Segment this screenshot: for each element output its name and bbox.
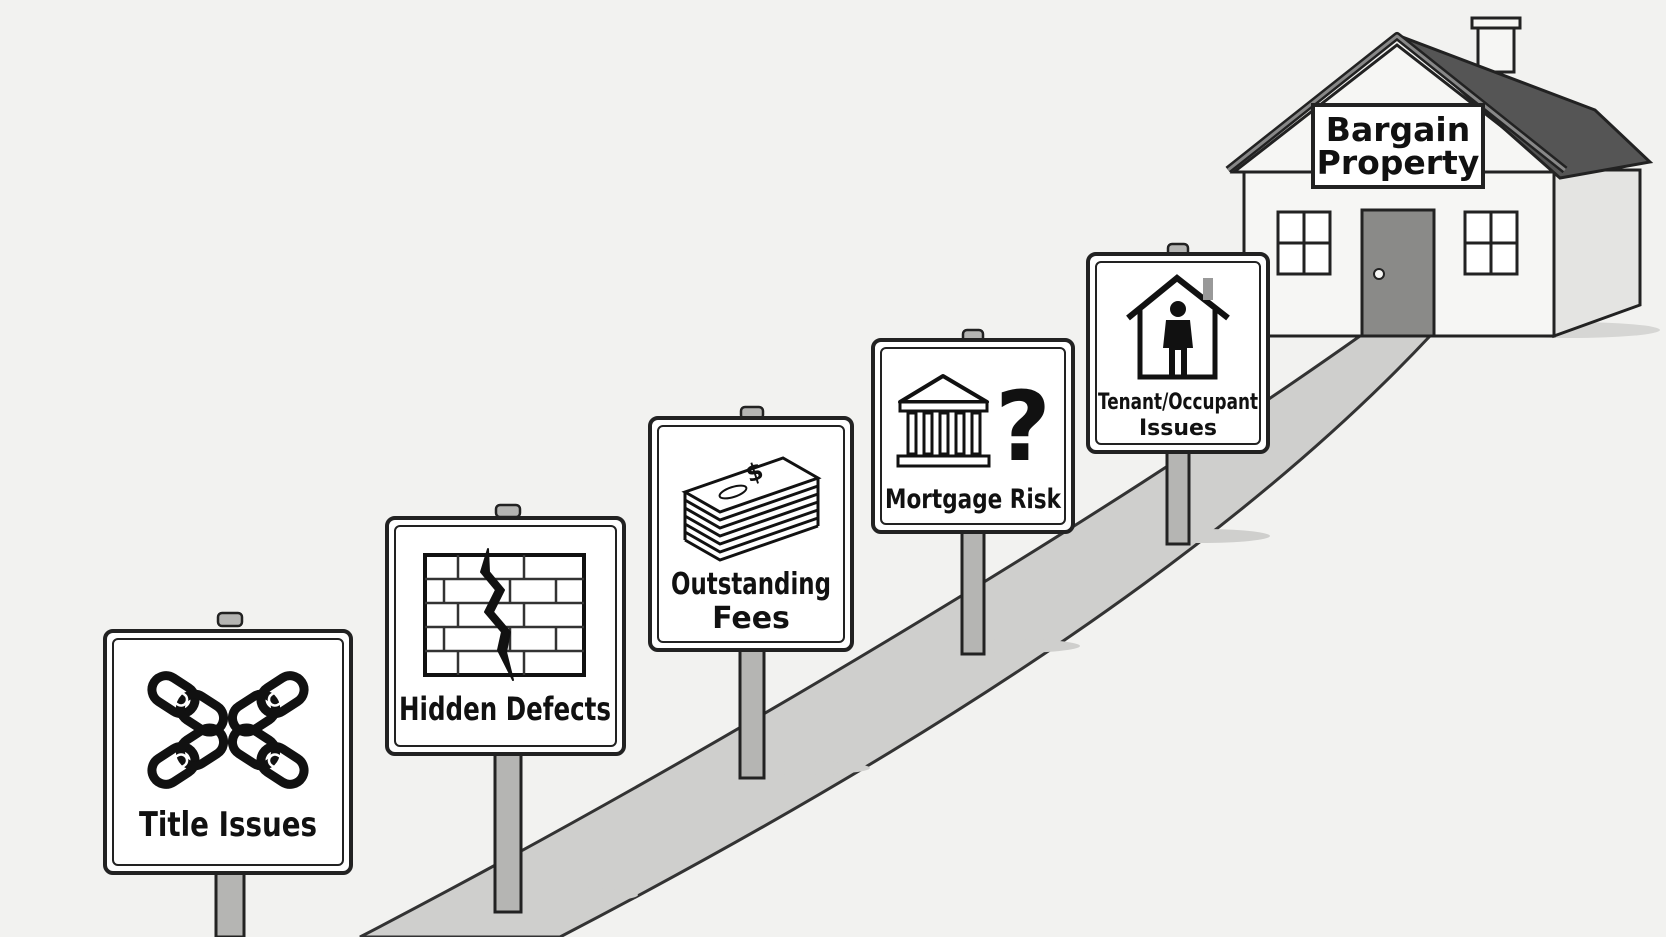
- sign-mortgage-risk: ? Mortgage Risk: [871, 328, 1080, 656]
- sign-tenant-occupant-issues: Tenant/Occupant Issues: [1086, 242, 1270, 546]
- occupant-house-icon: [1126, 274, 1230, 380]
- sign-outstanding-fees: $ Outstanding Fees: [648, 405, 870, 780]
- money-stack-icon: $: [681, 456, 822, 562]
- sign-3-line1: Outstanding: [671, 567, 831, 602]
- sign-4-line1: Mortgage Risk: [885, 484, 1062, 515]
- svg-text:?: ?: [995, 371, 1051, 483]
- bank-question-icon: ?: [896, 371, 1051, 483]
- cracked-wall-icon: [423, 548, 586, 681]
- sign-title-issues: Title Issues: [103, 611, 353, 937]
- sign-5-line2: Issues: [1139, 416, 1217, 441]
- house-label-line1: Bargain: [1326, 110, 1470, 149]
- sign-2-line1: Hidden Defects: [399, 690, 611, 728]
- house-label-line2: Property: [1317, 143, 1480, 182]
- sign-1-line1: Title Issues: [139, 805, 317, 845]
- bargain-property-house: Bargain Property: [1225, 16, 1660, 339]
- broken-chain-icon: [147, 671, 309, 789]
- sign-5-line1: Tenant/Occupant: [1098, 390, 1258, 415]
- sign-3-line2: Fees: [712, 601, 790, 636]
- sign-hidden-defects: Hidden Defects: [385, 503, 638, 914]
